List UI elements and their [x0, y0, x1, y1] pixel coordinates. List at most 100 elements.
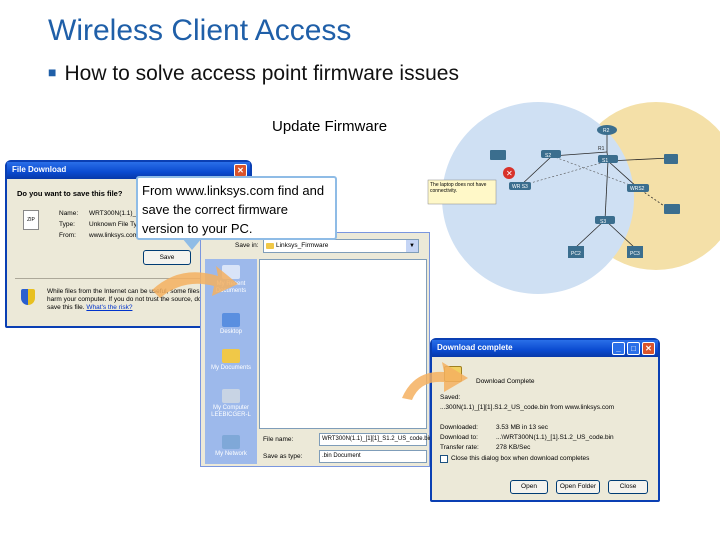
type-label: Type:: [59, 221, 75, 228]
close-when-complete-checkbox[interactable]: [440, 455, 448, 463]
file-download-title: File Download: [12, 165, 67, 174]
square-bullet-icon: ■: [48, 64, 57, 80]
slide-title: Wireless Client Access: [48, 14, 352, 47]
saved-label: Saved:: [440, 394, 461, 401]
warning-text: While files from the Internet can be use…: [47, 288, 213, 311]
curved-arrow-icon: [402, 362, 468, 400]
file-name-input[interactable]: WRT300N(1.1)_[1][1]_S1.2_US_code.bin: [319, 433, 432, 446]
file-list-area[interactable]: [259, 259, 427, 429]
node-label-s3: S3: [600, 219, 606, 225]
open-folder-button[interactable]: Open Folder: [556, 480, 600, 494]
saved-value: ...300N(1.1)_[1][1].S1.2_US_code.bin fro…: [440, 404, 615, 411]
node-label-r1: R1: [598, 146, 605, 152]
my-documents-icon: [222, 349, 240, 363]
blue-zone: [442, 102, 634, 294]
save-in-label: Save in:: [235, 242, 259, 249]
open-button[interactable]: Open: [510, 480, 548, 494]
save-type-select[interactable]: .bin Document: [319, 450, 427, 463]
network-diagram: ✕ R2 S2 S1 S3 WR S3 WRS2 PC2 PC3 R1 The …: [427, 102, 720, 294]
file-icon: ZIP: [23, 210, 39, 230]
file-download-titlebar: File Download ✕: [7, 162, 250, 179]
save-type-label: Save as type:: [263, 453, 303, 460]
node-label-s2: S2: [545, 153, 551, 159]
dashed-link-1: [551, 155, 639, 189]
dashed-link-2: [519, 160, 609, 187]
place-desktop[interactable]: Desktop: [205, 313, 257, 336]
download-complete-titlebar: Download complete _ □ ✕: [432, 340, 658, 357]
close-button[interactable]: Close: [608, 480, 648, 494]
place-label: My Computer LEEBICGER-L: [211, 405, 251, 418]
download-to-value: ...\WRT300N(1.1)_[1].S1.2_US_code.bin: [496, 434, 614, 441]
save-as-window: Save in: Linksys_Firmware ▼ My Recent Do…: [200, 232, 432, 467]
router-r2-icon: [597, 125, 617, 135]
downloaded-value: 3.53 MB in 13 sec: [496, 424, 549, 431]
error-icon: [503, 167, 515, 179]
save-in-dropdown[interactable]: Linksys_Firmware ▼: [263, 239, 419, 253]
link-r1-s2: [551, 151, 608, 157]
switch-s1-icon: [598, 155, 618, 163]
link-s1-s3: [604, 160, 609, 221]
save-button[interactable]: Save: [143, 250, 191, 265]
name-label: Name:: [59, 210, 79, 217]
node-label-pc3: PC3: [630, 251, 640, 257]
chevron-down-icon[interactable]: ▼: [406, 240, 418, 252]
link-s3-pc2: [574, 219, 606, 249]
switch-s3-icon: [595, 216, 615, 224]
place-my-computer[interactable]: My Computer LEEBICGER-L: [205, 389, 257, 419]
download-complete-heading: Download Complete: [476, 378, 535, 385]
link-s1-wrs2: [607, 160, 639, 189]
link-s1-pc: [607, 157, 671, 162]
security-warning: While files from the Internet can be use…: [47, 288, 222, 312]
my-network-icon: [222, 435, 240, 449]
close-icon[interactable]: ✕: [642, 342, 655, 355]
link-s3-pc3: [604, 219, 636, 249]
bullet-text: How to solve access point firmware issue…: [64, 62, 459, 85]
download-complete-window: Download complete _ □ ✕ Download Complet…: [430, 338, 660, 502]
switch-s2-icon: [541, 150, 561, 158]
pc-icon: [664, 154, 678, 164]
save-question: Do you want to save this file?: [17, 189, 123, 198]
transfer-rate-label: Transfer rate:: [440, 444, 479, 451]
downloaded-label: Downloaded:: [440, 424, 478, 431]
node-label-pc2: PC2: [571, 251, 581, 257]
save-in-value: Linksys_Firmware: [276, 242, 329, 249]
pc3-icon: [627, 246, 643, 258]
name-value: WRT300N(1.1)_[1][1]: [89, 210, 151, 217]
divider: [15, 278, 242, 279]
place-label: My Documents: [210, 365, 251, 371]
place-my-documents[interactable]: My Documents: [205, 349, 257, 372]
node-label-wrs2: WRS2: [630, 186, 645, 192]
wireless-router-wrs3-icon: [509, 182, 531, 190]
desktop-icon: [222, 313, 240, 327]
node-label-wrs3: WR S3: [512, 184, 528, 190]
place-label: My Network: [215, 451, 247, 457]
link-s2-wrs3: [519, 155, 553, 187]
laptop-note: The laptop does not have connectivity.: [430, 182, 487, 194]
my-computer-icon: [222, 389, 240, 403]
laptop-right-icon: [664, 204, 680, 214]
maximize-icon[interactable]: □: [627, 342, 640, 355]
transfer-rate-value: 278 KB/Sec: [496, 444, 531, 451]
laptop-icon: [490, 150, 506, 160]
download-to-label: Download to:: [440, 434, 478, 441]
download-complete-title: Download complete: [437, 343, 513, 352]
wireless-router-wrs2-icon: [627, 184, 649, 192]
instruction-callout: From www.linksys.com find and save the c…: [136, 176, 337, 240]
bullet-item: ■ How to solve access point firmware issu…: [48, 62, 459, 86]
pc2-icon: [568, 246, 584, 258]
close-when-complete-label: Close this dialog box when download comp…: [451, 455, 590, 462]
warning-link-prefix: file.: [74, 304, 85, 311]
curved-arrow-icon: [152, 266, 238, 298]
update-firmware-heading: Update Firmware: [272, 118, 388, 135]
file-name-label: File name:: [263, 436, 294, 443]
from-value: www.linksys.com: [89, 232, 139, 239]
error-x-icon: ✕: [506, 169, 513, 178]
place-my-network[interactable]: My Network: [205, 435, 257, 458]
node-label-r2: R2: [603, 128, 610, 134]
place-label: Desktop: [219, 329, 242, 335]
node-label-s1: S1: [602, 158, 608, 164]
laptop-note-box: [427, 179, 497, 205]
minimize-icon[interactable]: _: [612, 342, 625, 355]
whats-the-risk-link[interactable]: What's the risk?: [86, 304, 133, 311]
type-value: Unknown File Type: [89, 221, 145, 228]
